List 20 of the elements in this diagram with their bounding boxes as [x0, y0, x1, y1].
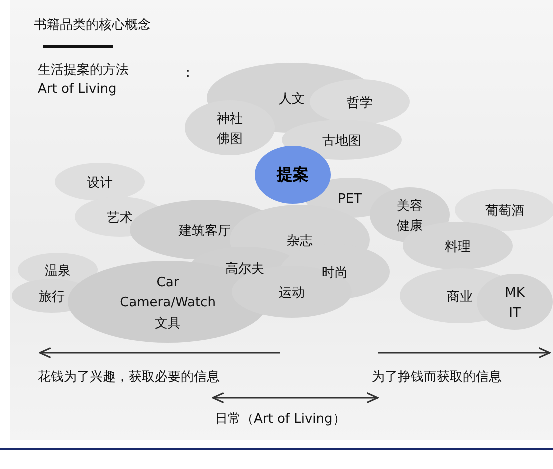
range-label: 日常（Art of Living） — [215, 411, 346, 428]
category-label: PET — [338, 188, 362, 208]
separator-mark: : — [186, 66, 190, 81]
title: 书籍品类的核心概念 — [34, 17, 151, 34]
range-label: 花钱为了兴趣，获取必要的信息 — [38, 369, 220, 386]
category-label: 建筑客厅 — [179, 220, 231, 240]
category-label: 葡萄酒 — [486, 200, 524, 220]
category-label: 杂志 — [287, 230, 313, 250]
category-label: 高尔夫 — [226, 258, 264, 278]
category-label: 哲学 — [347, 92, 373, 112]
category-label: Car Camera/Watch 文具 — [118, 272, 218, 332]
subtitle: 生活提案的方法 Art of Living — [38, 62, 130, 99]
category-label: 设计 — [87, 172, 113, 192]
category-label: 料理 — [445, 236, 471, 256]
category-label: 艺术 — [107, 206, 133, 228]
category-label: 时尚 — [322, 262, 348, 282]
category-label: 人文 — [279, 88, 305, 108]
category-label: 商业 — [447, 286, 473, 306]
range-label: 为了挣钱而获取的信息 — [372, 369, 502, 386]
category-label: 运动 — [279, 282, 305, 302]
